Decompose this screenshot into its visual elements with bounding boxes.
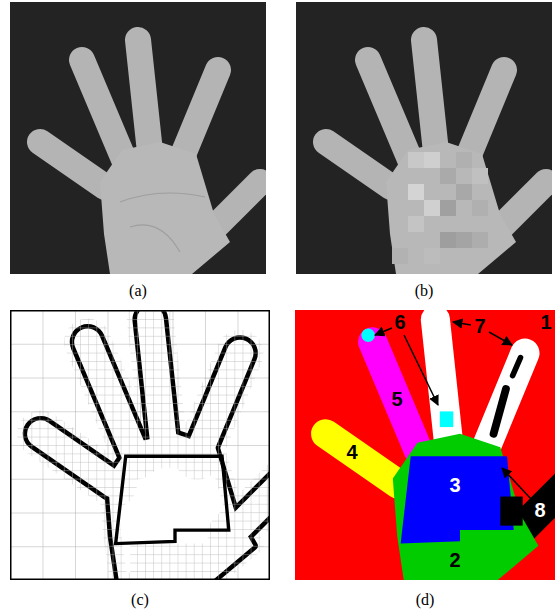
region-number: 6 xyxy=(394,312,405,332)
panel-caption: (a) xyxy=(129,283,147,299)
region-number: 1 xyxy=(540,312,551,332)
region-number: 7 xyxy=(474,316,485,336)
region-number: 2 xyxy=(449,550,460,570)
panel-caption: (b) xyxy=(415,283,434,299)
region-number: 4 xyxy=(346,442,357,462)
panel-caption: (d) xyxy=(416,592,435,608)
leader-arrows xyxy=(375,322,532,500)
region-number: 8 xyxy=(534,500,545,520)
segmentation-panel xyxy=(295,310,555,580)
quadtree-panel xyxy=(0,232,343,613)
block-panel xyxy=(296,2,552,274)
region-number: 3 xyxy=(449,475,460,495)
panel-caption: (c) xyxy=(131,592,149,608)
photo-panel xyxy=(10,2,266,274)
region-number: 5 xyxy=(391,389,402,409)
